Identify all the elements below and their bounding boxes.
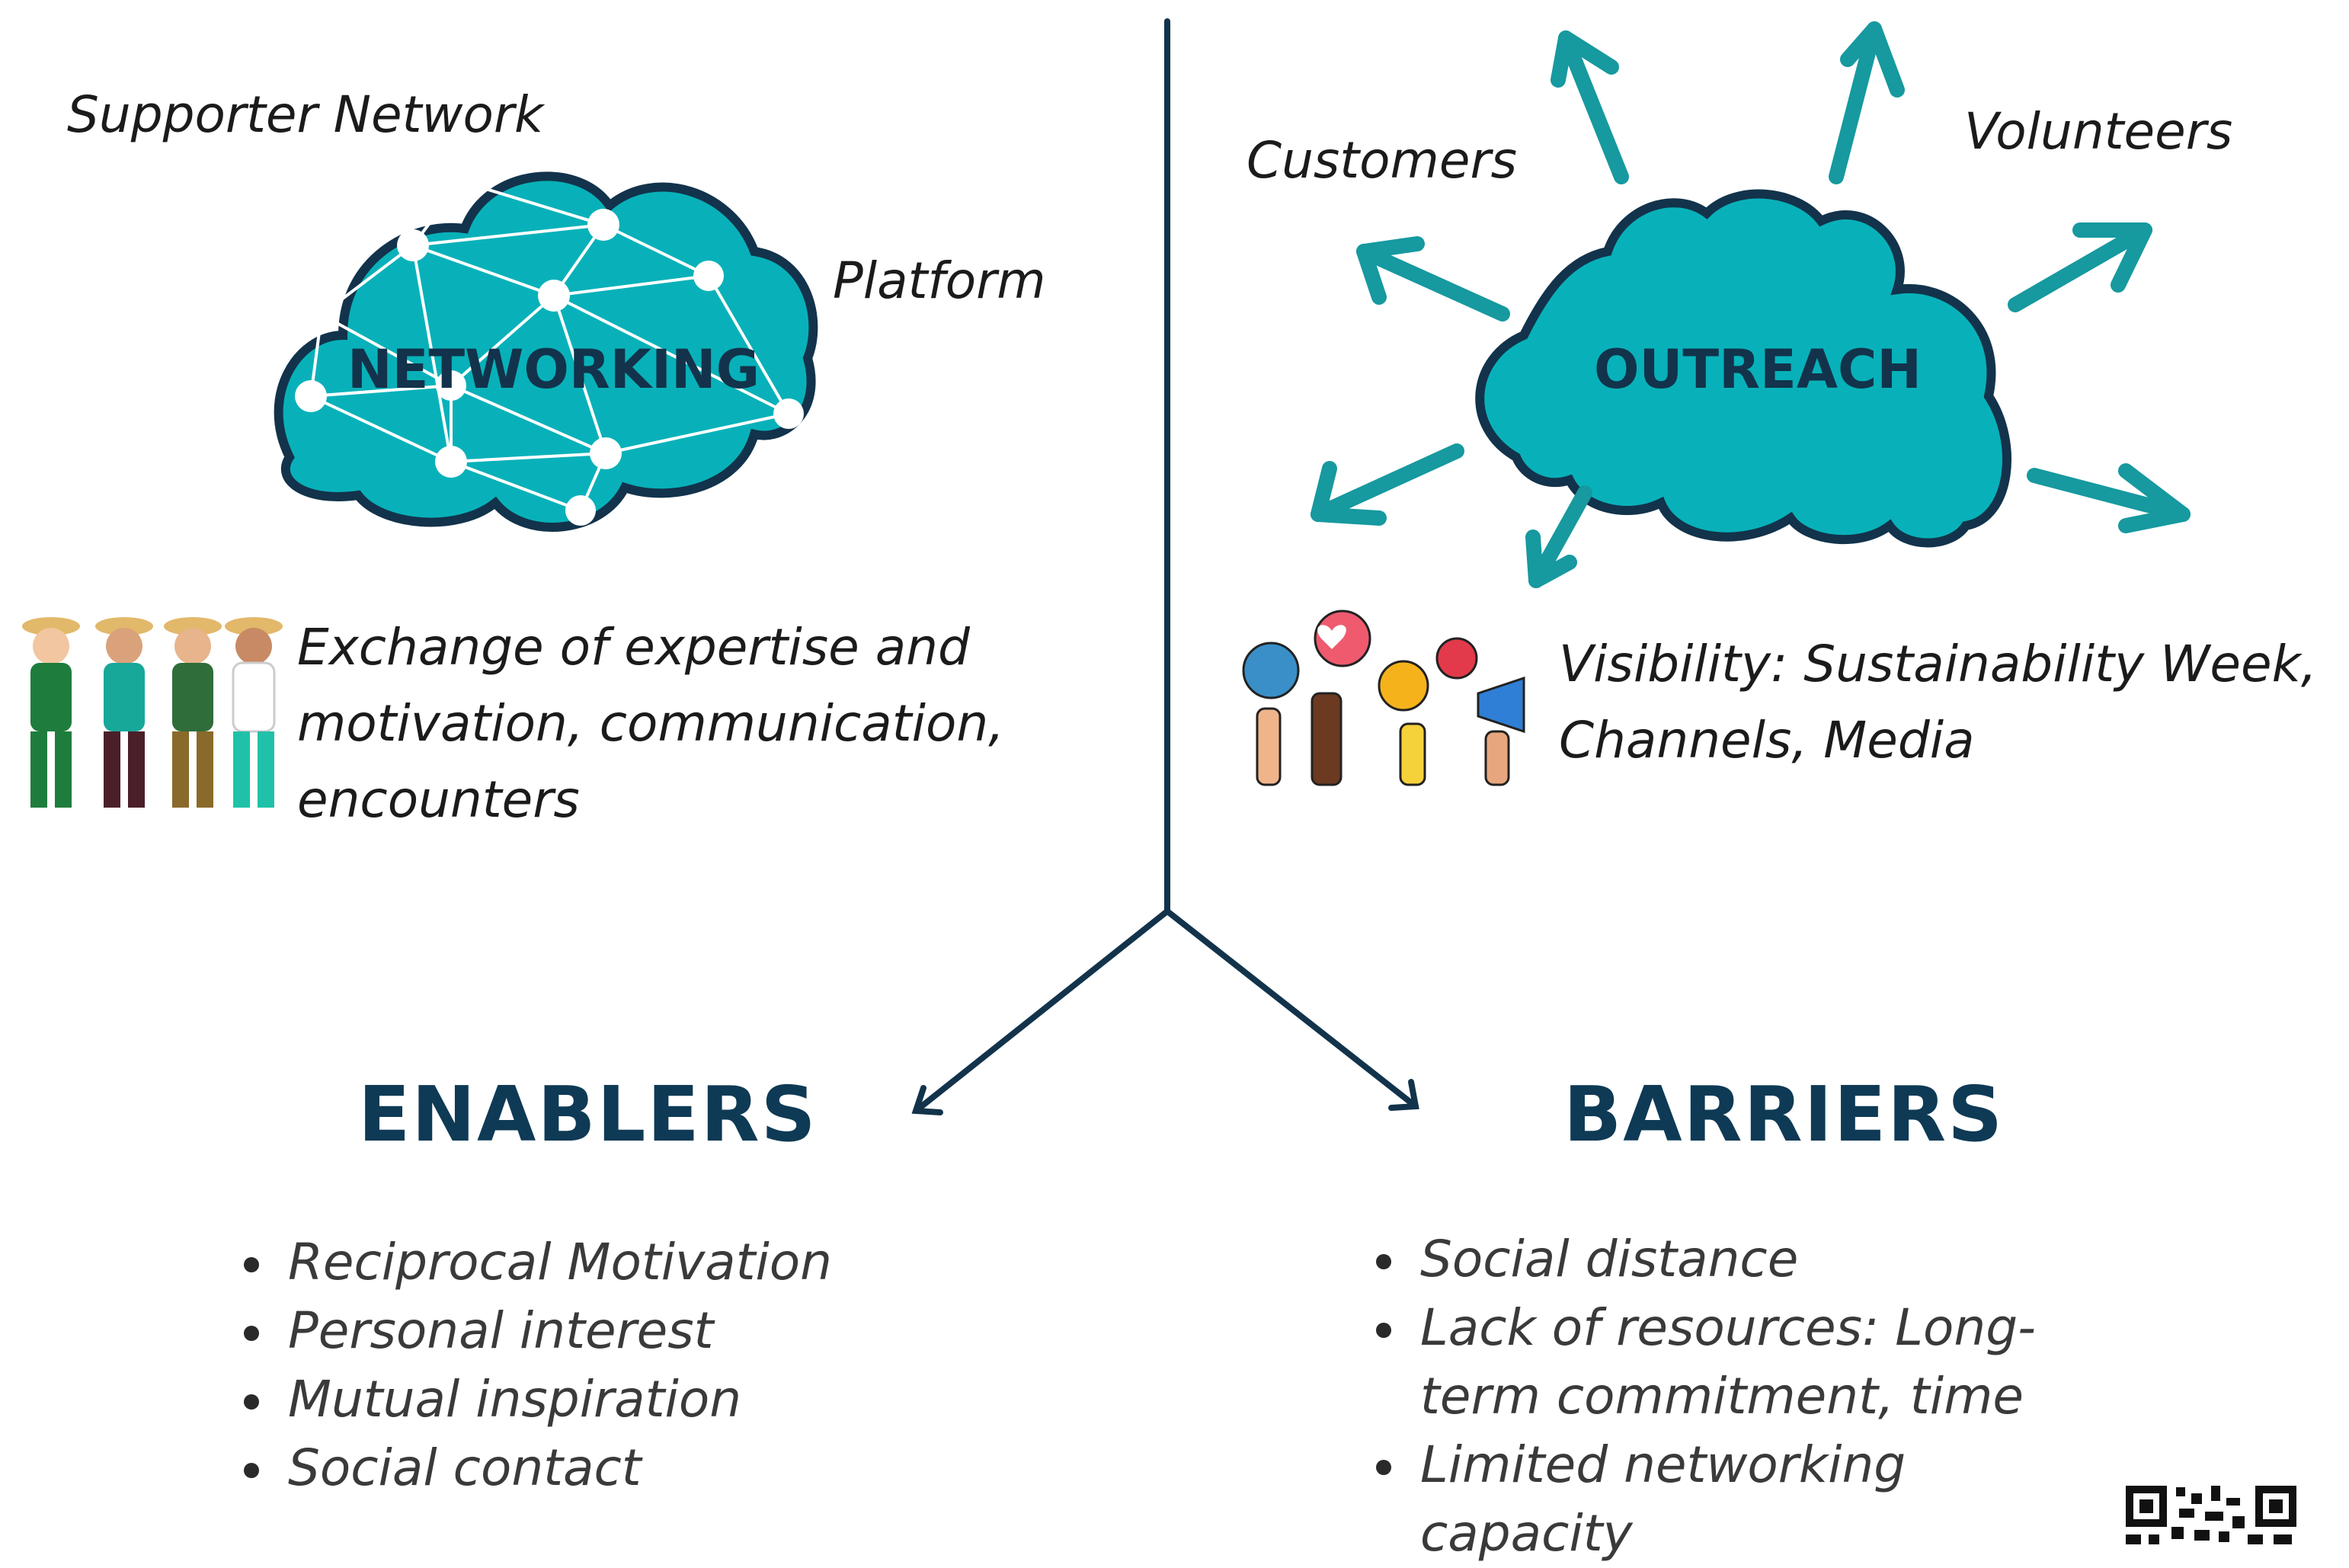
qr-code-icon (2126, 1486, 2296, 1544)
arrow-up-left-icon (1551, 30, 1629, 184)
outreach-description-line: Channels, Media (1559, 711, 1975, 770)
arrow-down-icon (1525, 485, 1592, 588)
networking-description-line: motivation, communication, (297, 694, 1005, 753)
networking-description: Exchange of expertise and motivation, co… (297, 610, 1004, 838)
outreach-cloud-icon (1475, 189, 2011, 548)
outreach-title: OUTREACH (1594, 338, 1922, 401)
list-item: Lack of resources: Long- (1370, 1294, 2036, 1362)
list-item: Mutual inspiration (238, 1365, 832, 1434)
barriers-heading: BARRIERS (1563, 1070, 2005, 1159)
arrow-right-down-icon (2027, 463, 2191, 533)
volunteers-label: Volunteers (1964, 102, 2233, 161)
outreach-arrows (1311, 21, 2191, 588)
farmers-group-icon (22, 617, 283, 808)
arrow-left-icon (1356, 236, 1510, 322)
social-media-hands-icon (1242, 610, 1525, 786)
platform-label: Platform (833, 251, 1046, 310)
network-cloud-icon (274, 166, 818, 533)
list-item: Social contact (238, 1434, 832, 1502)
arrow-up-icon (1829, 21, 1905, 184)
networking-title: NETWORKING (347, 338, 760, 401)
networking-description-line: Exchange of expertise and (297, 618, 970, 677)
list-item: Reciprocal Motivation (238, 1228, 832, 1297)
list-item: Personal interest (238, 1297, 832, 1365)
outreach-description-line: Visibility: Sustainability Week, (1559, 635, 2317, 693)
list-item-continuation: capacity (1420, 1504, 1633, 1563)
supporter-network-label: Supporter Network (67, 85, 544, 144)
arrow-right-up-icon (2008, 222, 2152, 312)
networking-description-line: encounters (297, 770, 580, 829)
enablers-list: Reciprocal Motivation Personal interest … (238, 1228, 832, 1502)
divider-tree (911, 18, 1419, 1115)
list-item: Social distance (1370, 1225, 2036, 1294)
customers-label: Customers (1247, 131, 1517, 190)
barriers-list: Social distance Lack of resources: Long-… (1370, 1225, 2036, 1568)
outreach-description: Visibility: Sustainability Week, Channel… (1559, 626, 2317, 779)
arrow-down-left-icon (1311, 443, 1464, 526)
enablers-heading: ENABLERS (358, 1070, 818, 1159)
list-item-continuation: term commitment, time (1420, 1367, 2024, 1426)
list-item: Limited networking (1370, 1431, 2036, 1499)
